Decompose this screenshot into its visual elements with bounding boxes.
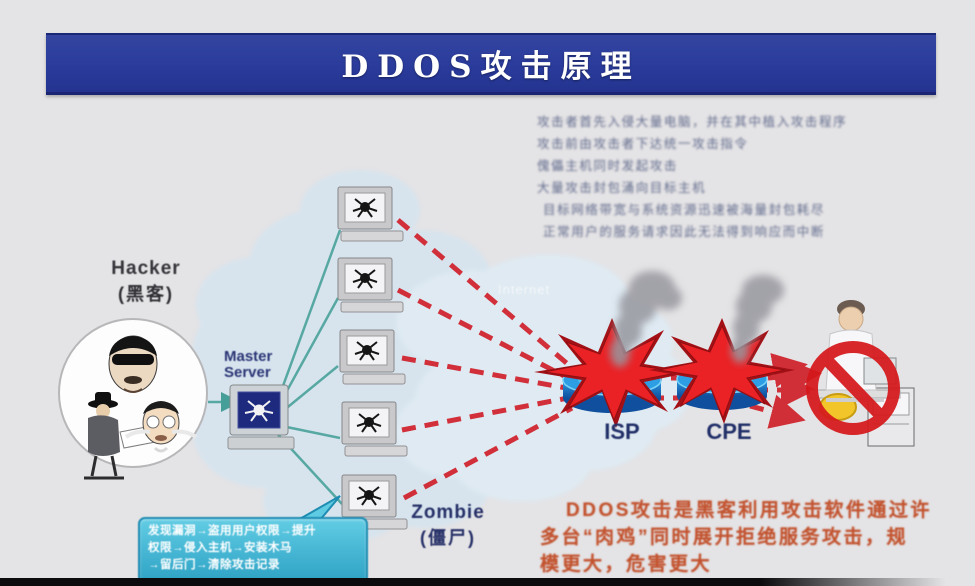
hacker-face-icon — [108, 335, 158, 393]
zombie-computer — [337, 257, 404, 313]
bottom-letterbox — [0, 578, 975, 586]
cloud-watermark: Internet — [498, 282, 551, 297]
isp-explosion-icon — [534, 318, 692, 428]
old-hacker-face-icon — [124, 401, 198, 453]
steps-line: 权限→侵入主机→安装木马 — [148, 542, 292, 554]
denied-sign-icon — [806, 341, 900, 435]
note-line: 攻击者首先入侵大量电脑，并在其中植入攻击程序 — [537, 115, 848, 129]
isp-label: ISP — [604, 419, 640, 444]
hacking-steps-box: 发现漏洞→盗用用户权限→提升 权限→侵入主机→安装木马 →留后门→清除攻击记录 — [138, 517, 368, 584]
master-server-label: Master Server — [224, 349, 302, 381]
ddos-caption: DDOS攻击是黑客利用攻击软件通过许 多台“肉鸡”同时展开拒绝服务攻击，规 模更… — [540, 497, 960, 578]
attack-notes: 攻击者首先入侵大量电脑，并在其中植入攻击程序 攻击前由攻击者下达统一攻击指令 傀… — [537, 111, 857, 243]
note-line: 傀儡主机同时发起攻击 — [537, 159, 679, 173]
caption-line: DDOS攻击是黑客利用攻击软件通过许 — [566, 500, 932, 521]
hacker-label-en: Hacker — [111, 258, 181, 279]
master-label-line2: Server — [224, 364, 271, 381]
hacker-group-circle — [58, 318, 208, 480]
note-line: 攻击前由攻击者下达统一攻击指令 — [537, 137, 749, 151]
master-server-computer — [227, 384, 295, 450]
zombie-label-zh: (僵尸) — [420, 528, 476, 548]
page-title: DDOS攻击原理 — [341, 49, 641, 85]
isp-smoke-icon — [610, 271, 682, 367]
caption-line: 多台“肉鸡”同时展开拒绝服务攻击，规 — [540, 527, 909, 548]
steps-line: 发现漏洞→盗用用户权限→提升 — [148, 525, 316, 537]
note-line: 正常用户的服务请求因此无法得到响应而中断 — [543, 225, 826, 239]
zombie-computer — [341, 401, 408, 457]
zombie-computer — [339, 329, 406, 385]
note-line: 大量攻击封包涌向目标主机 — [537, 181, 707, 195]
cpe-label: CPE — [706, 419, 752, 444]
zombie-computer — [337, 186, 404, 242]
hacker-label: Hacker (黑客) — [96, 258, 196, 306]
title-bar: DDOS攻击原理 — [46, 33, 936, 95]
master-label-line1: Master — [224, 348, 273, 365]
zombie-label-en: Zombie — [411, 502, 485, 523]
caption-line: 模更大，危害更大 — [540, 554, 713, 575]
steps-line: →留后门→清除攻击记录 — [148, 559, 280, 571]
cpe-explosion-icon — [649, 318, 795, 424]
zombie-label: Zombie (僵尸) — [398, 502, 498, 550]
note-line: 目标网络带宽与系统资源迅速被海量封包耗尽 — [543, 203, 826, 217]
hacker-label-zh: (黑客) — [118, 284, 174, 304]
cpe-smoke-icon — [731, 275, 784, 363]
